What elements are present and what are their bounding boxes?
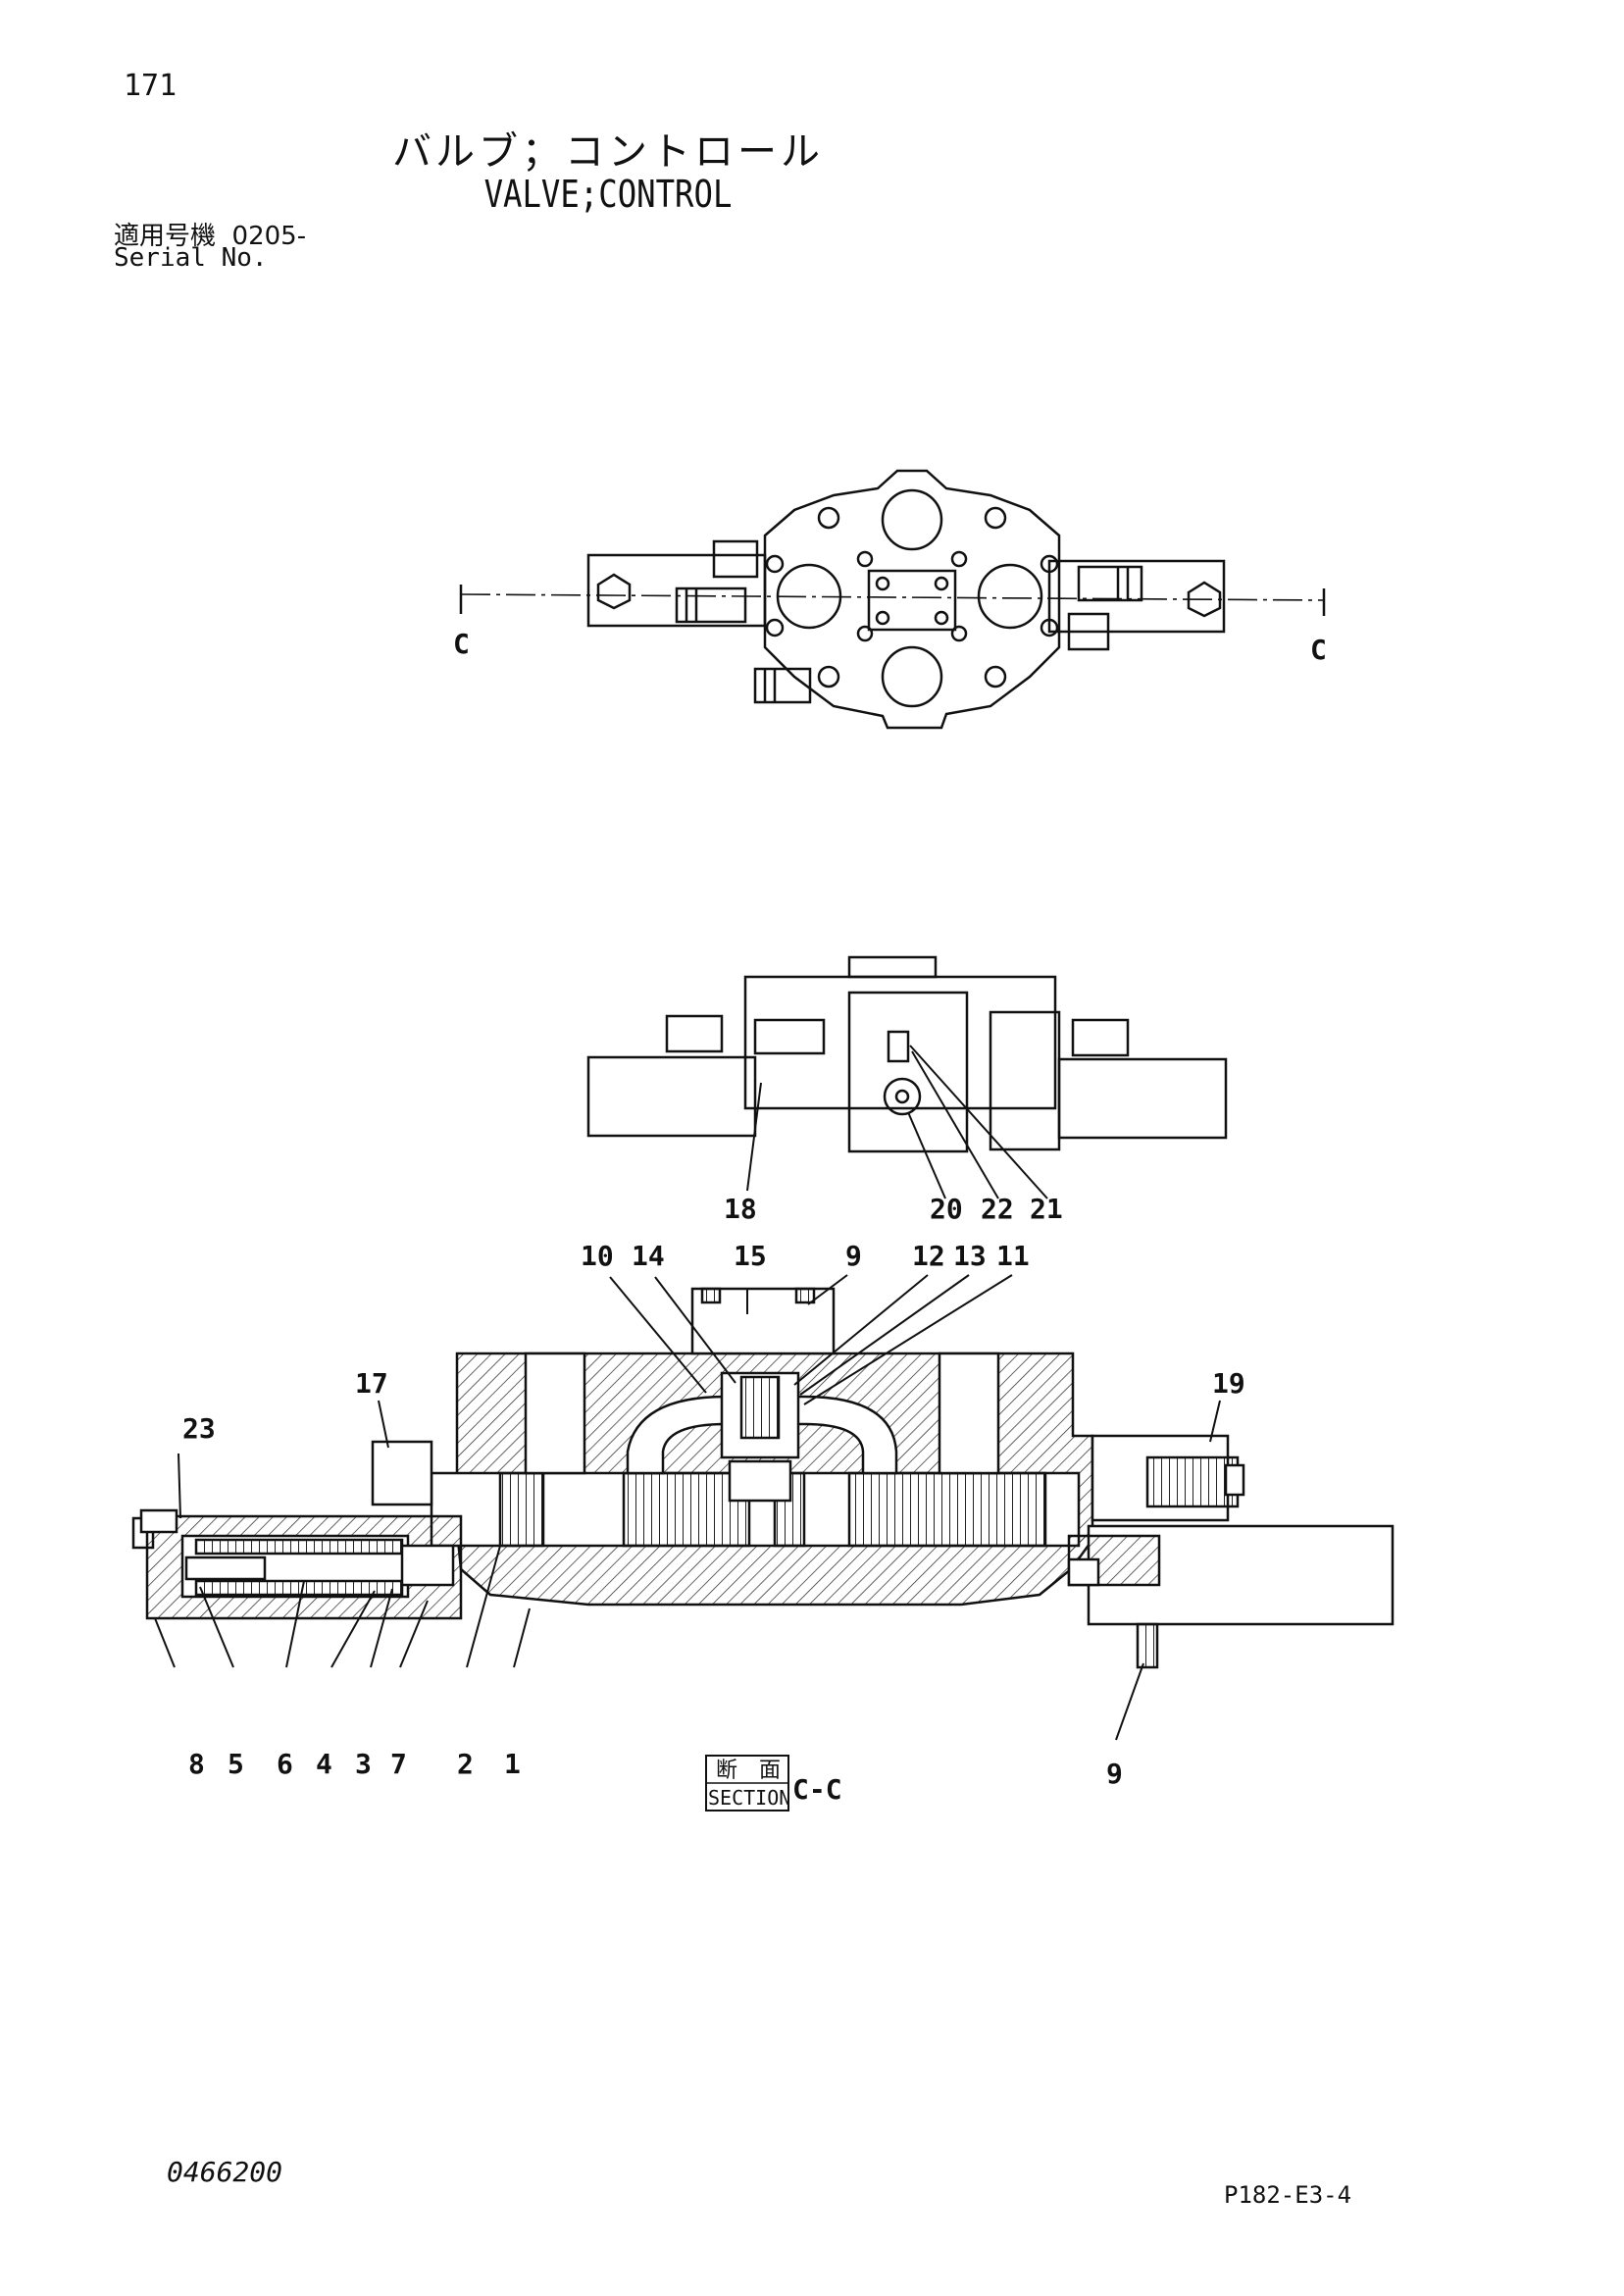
spring-rod [184,1556,267,1581]
right-arm [1047,559,1226,634]
callout-13: 13 [953,1240,987,1272]
section-view [131,1287,1395,1669]
cover-plate [867,569,957,632]
callout-7: 7 [390,1748,407,1780]
side-right-plug [1071,1018,1130,1057]
section-label-name: C-C [792,1773,842,1806]
callout-18: 18 [724,1193,757,1225]
side-body-main [743,975,1057,1110]
section-label-en: SECTION [708,1786,790,1810]
callout-23: 23 [182,1412,216,1445]
right-arm-hex [1187,581,1222,618]
right-plug [1077,565,1143,602]
spring-bottom [194,1579,404,1597]
left-plug-top [712,539,759,579]
left-plug-bottom [753,667,812,704]
callout-1: 1 [504,1748,521,1780]
callout-15: 15 [734,1240,767,1272]
left-plug-17 [371,1440,433,1506]
side-center-block [847,991,969,1153]
page-reference: P182-E3-4 [1224,2181,1352,2209]
side-small-port [887,1030,910,1063]
callout-20: 20 [930,1193,963,1225]
callout-9-top: 9 [845,1240,862,1272]
side-left-plug-2 [753,1018,826,1055]
cut-line [460,593,1325,601]
side-view [586,955,1228,1153]
title-english: VALVE;CONTROL [483,173,733,216]
page-number: 171 [124,69,178,103]
callout-10: 10 [581,1240,614,1272]
callout-19: 19 [1212,1367,1245,1400]
right-plug-bottom [1067,612,1110,651]
main-body [763,469,1061,730]
callout-8: 8 [188,1748,205,1780]
callout-17: 17 [355,1367,388,1400]
section-label-jp: 断 面 [716,1759,781,1783]
side-top-boss [847,955,938,979]
spool-land-1 [622,1471,751,1548]
serial-jp-label: 適用号機 [114,222,217,251]
serial-value: 0205- [231,222,307,251]
title-japanese: バルブ；コントロール [392,129,824,175]
port-left [776,563,842,630]
side-right-arm [1057,1057,1228,1140]
callout-21: 21 [1030,1193,1063,1225]
callout-14: 14 [632,1240,665,1272]
serial-label-japanese: 適用号機 0205- [114,216,306,252]
side-right-block [989,1010,1061,1151]
callout-5: 5 [228,1748,244,1780]
left-arm-hex [596,573,632,610]
port-right [977,563,1043,630]
side-left-plug [665,1014,724,1053]
callout-6: 6 [277,1748,293,1780]
callout-22: 22 [981,1193,1014,1225]
leader-lines [154,1045,1221,1741]
callout-4: 4 [316,1748,332,1780]
callout-11: 11 [996,1240,1030,1272]
cut-label-left: C [453,628,470,660]
serial-label-english: Serial No. [114,243,268,273]
document-number: 0466200 [167,2156,283,2188]
side-round-port [883,1077,922,1116]
port-bottom [881,645,943,708]
top-view [459,469,1326,730]
port-top [881,488,943,551]
callout-3: 3 [355,1748,372,1780]
spool-land-0 [498,1471,545,1548]
spring-top [194,1538,404,1556]
left-plug [675,587,747,624]
section-label: 断 面 SECTION C-C [705,1755,842,1811]
side-left-arm [586,1055,757,1138]
callout-2: 2 [457,1748,474,1780]
spool-land-3 [847,1471,1047,1548]
cut-label-right: C [1310,634,1327,666]
callout-9-bottom: 9 [1106,1758,1123,1790]
callout-12: 12 [912,1240,945,1272]
